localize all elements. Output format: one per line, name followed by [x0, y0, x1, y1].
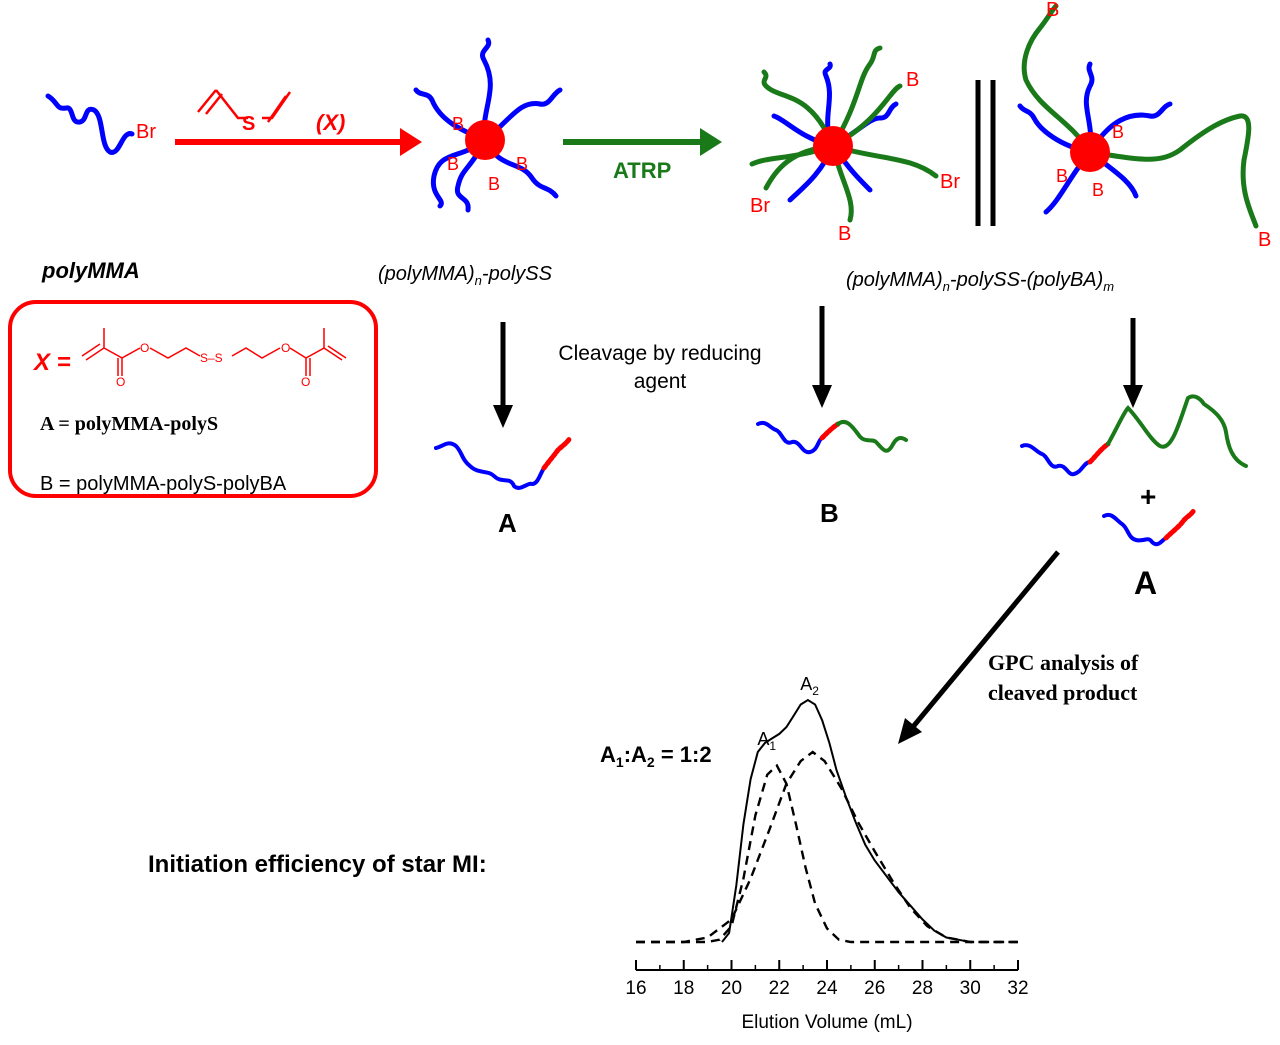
b-label: B [1258, 229, 1271, 251]
x-tick-label: 28 [912, 978, 933, 999]
polymma-label: polyMMA [41, 258, 140, 283]
o-label: O [140, 341, 149, 355]
b-label: B [488, 174, 500, 194]
gpc-label-line1: GPC analysis of [988, 650, 1139, 675]
b-label: B [452, 114, 464, 134]
o-label: O [281, 341, 290, 355]
ss-label: S–S [200, 351, 223, 365]
star-1: B B B B [413, 37, 563, 213]
b-label: B [1046, 0, 1059, 21]
product-a: A [434, 435, 573, 538]
peak-label: A1 [757, 729, 776, 753]
star-3: B B B B B [1017, 0, 1271, 251]
product-b: B [756, 419, 908, 528]
gpc-trace-dashed-2 [636, 750, 1018, 944]
b-label: B [820, 498, 839, 528]
star2-label: (polyMMA)n-polySS-(polyBA)m [846, 269, 1114, 294]
product-a-second: A [1102, 507, 1197, 601]
b-label: B [1092, 180, 1104, 200]
gpc-chart: A1:A2 = 1:2 16 18 20 22 24 26 28 30 32 A1 A2 Elut… [600, 674, 1029, 1033]
gpc-arrow [898, 550, 1060, 744]
atrp-label: ATRP [613, 158, 671, 183]
b-definition: B = polyMMA-polyS-polyBA [40, 473, 287, 495]
x-tick-label: 22 [769, 978, 790, 999]
a-definition: A = polyMMA-polyS [40, 413, 218, 435]
x-tick-label: 32 [1007, 978, 1028, 999]
b-label: B [906, 69, 919, 91]
equivalence-bars [975, 80, 996, 226]
initiation-label: Initiation efficiency of star MI: [148, 851, 487, 878]
x-tick-label: 24 [816, 978, 838, 999]
atrp-arrow: ATRP [563, 128, 722, 183]
x-equals-label: X = [32, 349, 71, 376]
ratio-label: A1:A2 = 1:2 [600, 742, 712, 770]
polymma-br-chain: Br [45, 93, 156, 155]
s-label: S [242, 113, 255, 135]
x-tick-label: 30 [960, 978, 981, 999]
x-tick-label: 16 [625, 978, 646, 999]
cleavage-label-line1: Cleavage by reducing [558, 342, 761, 365]
a-label: A [498, 508, 517, 538]
cleavage-label-line2: agent [634, 370, 687, 393]
x-tick-label: 18 [673, 978, 694, 999]
star1-label: (polyMMA)n-polySS [378, 263, 553, 288]
br-label: Br [750, 195, 770, 217]
b-label: B [1056, 166, 1068, 186]
gpc-trace-solid [721, 698, 971, 943]
crosslink-arrow: S (X) [175, 89, 422, 156]
x-label: (X) [316, 110, 345, 135]
crosslinker-structure [81, 328, 347, 376]
x-axis-title: Elution Volume (mL) [741, 1012, 912, 1033]
b-label: B [1112, 122, 1124, 142]
a-label: A [1134, 565, 1157, 601]
x-tick-label: 20 [721, 978, 742, 999]
star-2: B Br Br B [749, 45, 960, 245]
o-label: O [116, 375, 125, 389]
down-arrows [493, 306, 1143, 428]
br-label: Br [940, 171, 960, 193]
o-label: O [301, 375, 310, 389]
br-label: Br [136, 121, 156, 143]
product-b-long [1020, 394, 1248, 477]
b-label: B [838, 223, 851, 245]
b-label: B [516, 154, 528, 174]
x-tick-label: 26 [864, 978, 885, 999]
gpc-trace-dashed-1 [636, 763, 1018, 944]
gpc-label-line2: cleaved product [988, 680, 1138, 705]
b-label: B [447, 154, 459, 174]
legend-box: X = O O S–S O O A = polyMMA-polyS B = po… [8, 300, 378, 498]
peak-label: A2 [800, 674, 819, 698]
plus-sign: + [1140, 481, 1156, 512]
